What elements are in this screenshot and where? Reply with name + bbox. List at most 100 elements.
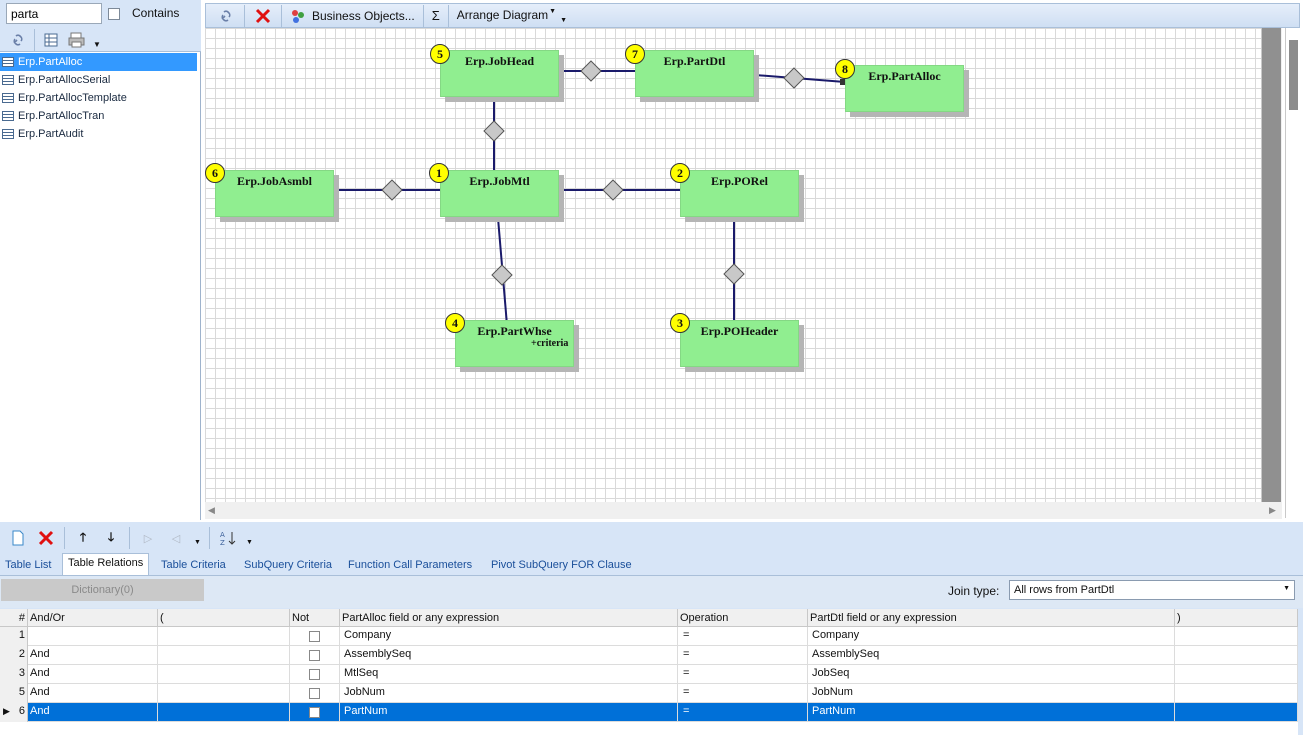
- column-header[interactable]: (: [158, 609, 290, 627]
- right-field-cell[interactable]: Company: [808, 627, 1175, 646]
- right-field-cell[interactable]: AssemblySeq: [808, 646, 1175, 665]
- left-field-cell[interactable]: AssemblySeq: [340, 646, 678, 665]
- left-field-cell[interactable]: PartNum: [340, 703, 678, 722]
- relation-diamond[interactable]: [723, 263, 745, 285]
- table-box-poheader[interactable]: Erp.POHeader: [680, 320, 799, 367]
- dictionary-button[interactable]: Dictionary(0): [1, 579, 204, 601]
- column-header[interactable]: Not: [290, 609, 340, 627]
- andor-cell[interactable]: And: [28, 646, 158, 665]
- right-field-cell[interactable]: PartNum: [808, 703, 1175, 722]
- table-row[interactable]: 2 And AssemblySeq = AssemblySeq: [0, 646, 1298, 665]
- operation-cell[interactable]: =: [678, 684, 808, 703]
- close-paren-cell[interactable]: [1175, 665, 1298, 684]
- relation-diamond[interactable]: [483, 120, 505, 142]
- chevron-down-icon[interactable]: ▼: [93, 39, 101, 49]
- not-checkbox[interactable]: [309, 707, 320, 718]
- table-box-jobasmbl[interactable]: Erp.JobAsmbl: [215, 170, 334, 217]
- list-item[interactable]: Erp.PartAllocTran: [0, 107, 197, 125]
- link-icon[interactable]: [8, 30, 28, 50]
- delete-icon[interactable]: [253, 6, 273, 26]
- column-header[interactable]: And/Or: [28, 609, 158, 627]
- tab-subquery-criteria[interactable]: SubQuery Criteria: [244, 559, 333, 571]
- gutter-scroll-thumb[interactable]: [1289, 40, 1298, 110]
- not-checkbox[interactable]: [309, 631, 320, 642]
- left-field-cell[interactable]: MtlSeq: [340, 665, 678, 684]
- relation-diamond[interactable]: [381, 179, 403, 201]
- table-box-partdtl[interactable]: Erp.PartDtl: [635, 50, 754, 97]
- left-field-cell[interactable]: Company: [340, 627, 678, 646]
- column-header[interactable]: Operation: [678, 609, 808, 627]
- table-box-jobhead[interactable]: Erp.JobHead: [440, 50, 559, 97]
- not-cell[interactable]: [290, 703, 340, 722]
- print-icon[interactable]: [67, 30, 87, 50]
- tab-table-relations[interactable]: Table Relations: [62, 553, 150, 576]
- table-box-porel[interactable]: Erp.PORel: [680, 170, 799, 217]
- close-paren-cell[interactable]: [1175, 646, 1298, 665]
- join-type-select[interactable]: All rows from PartDtl ▼: [1009, 580, 1295, 600]
- open-paren-cell[interactable]: [158, 627, 290, 646]
- table-row[interactable]: 3 And MtlSeq = JobSeq: [0, 665, 1298, 684]
- list-item[interactable]: Erp.PartAudit: [0, 125, 197, 143]
- open-paren-cell[interactable]: [158, 646, 290, 665]
- relation-diamond[interactable]: [580, 60, 602, 82]
- contains-checkbox[interactable]: [108, 8, 120, 20]
- relation-diamond[interactable]: [783, 67, 805, 89]
- new-icon[interactable]: [8, 528, 28, 548]
- column-header[interactable]: ): [1175, 609, 1298, 627]
- delete-icon[interactable]: [36, 528, 56, 548]
- tab-table-list[interactable]: Table List: [5, 559, 52, 571]
- right-field-cell[interactable]: JobNum: [808, 684, 1175, 703]
- sum-button[interactable]: Σ: [431, 8, 440, 23]
- move-down-icon[interactable]: 🡓: [107, 529, 115, 544]
- table-row[interactable]: 1 Company = Company: [0, 627, 1298, 646]
- operation-cell[interactable]: =: [678, 703, 808, 722]
- not-checkbox[interactable]: [309, 650, 320, 661]
- column-header[interactable]: PartDtl field or any expression: [808, 609, 1175, 627]
- back-icon[interactable]: ◁: [171, 532, 181, 545]
- search-input[interactable]: [6, 3, 102, 24]
- table-box-partwhse[interactable]: Erp.PartWhse: [455, 320, 574, 367]
- scroll-right-arrow-icon[interactable]: ▶: [1269, 505, 1276, 515]
- operation-cell[interactable]: =: [678, 646, 808, 665]
- business-objects-button[interactable]: Business Objects...: [290, 8, 415, 24]
- right-field-cell[interactable]: JobSeq: [808, 665, 1175, 684]
- operation-cell[interactable]: =: [678, 627, 808, 646]
- not-checkbox[interactable]: [309, 669, 320, 680]
- close-paren-cell[interactable]: [1175, 684, 1298, 703]
- vertical-scroll-thumb[interactable]: [1262, 28, 1281, 502]
- andor-cell[interactable]: And: [28, 665, 158, 684]
- tab-function-call-parameters[interactable]: Function Call Parameters: [348, 559, 473, 571]
- tab-pivot-subquery[interactable]: Pivot SubQuery FOR Clause: [491, 559, 632, 571]
- relation-diamond[interactable]: [602, 179, 624, 201]
- not-cell[interactable]: [290, 684, 340, 703]
- close-paren-cell[interactable]: [1175, 703, 1298, 722]
- list-item[interactable]: Erp.PartAlloc: [0, 53, 197, 71]
- arrange-diagram-button[interactable]: Arrange Diagram ▼ ▼: [456, 7, 568, 24]
- play-icon[interactable]: ▷: [143, 532, 153, 545]
- table-box-jobmtl[interactable]: Erp.JobMtl: [440, 170, 559, 217]
- open-paren-cell[interactable]: [158, 665, 290, 684]
- andor-cell[interactable]: And: [28, 684, 158, 703]
- close-paren-cell[interactable]: [1175, 627, 1298, 646]
- table-row[interactable]: 5 And JobNum = JobNum: [0, 684, 1298, 703]
- not-checkbox[interactable]: [309, 688, 320, 699]
- chevron-down-icon[interactable]: ▼: [245, 538, 253, 546]
- horizontal-scrollbar[interactable]: [205, 502, 1282, 519]
- open-paren-cell[interactable]: [158, 684, 290, 703]
- table-row[interactable]: ▶6 And PartNum = PartNum: [0, 703, 1298, 722]
- list-item[interactable]: Erp.PartAllocSerial: [0, 71, 197, 89]
- andor-cell[interactable]: [28, 627, 158, 646]
- not-cell[interactable]: [290, 627, 340, 646]
- move-up-icon[interactable]: 🡑: [79, 529, 87, 544]
- table-box-partalloc[interactable]: Erp.PartAlloc: [845, 65, 964, 112]
- not-cell[interactable]: [290, 646, 340, 665]
- column-header[interactable]: PartAlloc field or any expression: [340, 609, 678, 627]
- chevron-down-icon[interactable]: ▼: [194, 538, 201, 546]
- scroll-left-arrow-icon[interactable]: ◀: [208, 505, 215, 515]
- open-paren-cell[interactable]: [158, 703, 290, 722]
- andor-cell[interactable]: And: [28, 703, 158, 722]
- not-cell[interactable]: [290, 665, 340, 684]
- left-field-cell[interactable]: JobNum: [340, 684, 678, 703]
- link-icon[interactable]: [216, 6, 236, 26]
